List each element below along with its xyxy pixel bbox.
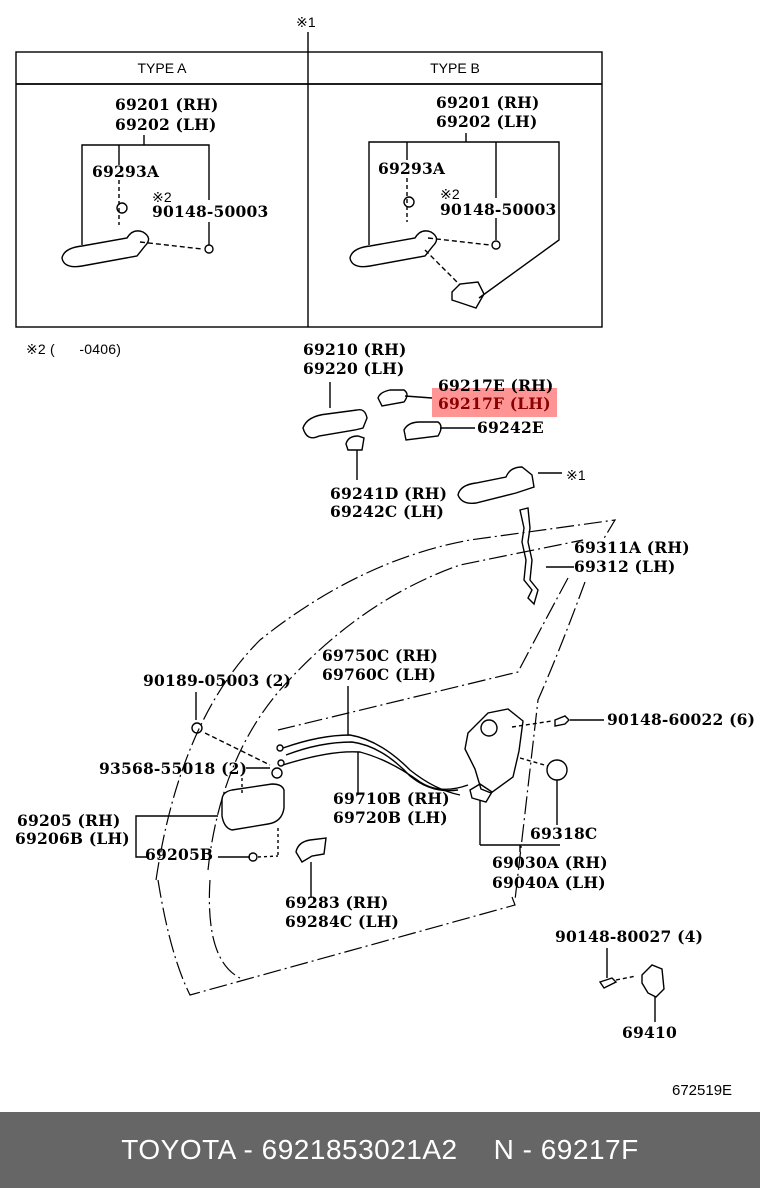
outside-handle-frame — [457, 466, 535, 505]
type-a-clip-label[interactable]: 69293A — [92, 162, 160, 181]
inner-screw — [248, 852, 258, 862]
label-handle-rh[interactable]: 69210 (RH) — [303, 340, 407, 359]
label-cable2-lh[interactable]: 69720B (LH) — [333, 808, 448, 827]
label-lock-rh[interactable]: 69030A (RH) — [492, 853, 608, 872]
pad-e — [403, 421, 442, 441]
type-b-clip — [403, 196, 415, 208]
label-cover-rh[interactable]: 69217E (RH) — [438, 376, 554, 395]
label-cable1-lh[interactable]: 69760C (LH) — [322, 665, 437, 684]
footer-ref-part: N - 69217F — [493, 1134, 639, 1165]
lock-rod — [519, 507, 539, 606]
pad-d — [345, 435, 365, 451]
cable-2 — [282, 751, 469, 790]
clip-bolt — [191, 722, 203, 734]
type-a-assembly-lh[interactable]: 69202 (LH) — [115, 115, 217, 134]
label-round-cover[interactable]: 69318C — [530, 824, 598, 843]
label-pad2-lh[interactable]: 69242C (LH) — [330, 502, 445, 521]
type-b-assembly-lh[interactable]: 69202 (LH) — [436, 112, 538, 131]
type-a-assembly-rh[interactable]: 69201 (RH) — [115, 95, 219, 114]
label-clip-bolt[interactable]: 90189-05003 (2) — [143, 671, 292, 690]
label-rod-lh[interactable]: 69312 (LH) — [574, 557, 676, 576]
label-handle-lh[interactable]: 69220 (LH) — [303, 359, 405, 378]
type-b-bracket — [451, 281, 485, 309]
type-b-note-mark: ※2 — [440, 186, 460, 202]
key-cover — [377, 389, 408, 407]
label-frame-note: ※1 — [566, 467, 586, 483]
highlighted-part-box — [432, 388, 557, 417]
inner-handle — [221, 783, 285, 831]
label-striker-screw[interactable]: 90148-80027 (4) — [555, 927, 704, 946]
type-b-header: TYPE B — [430, 60, 480, 76]
footer-bar: TOYOTA - 6921853021A2 N - 69217F — [0, 1112, 760, 1188]
door-lock — [464, 708, 524, 794]
type-a-clip — [116, 202, 128, 214]
type-a-handle-frame — [61, 230, 150, 268]
label-lock-screw[interactable]: 90148-60022 (6) — [607, 710, 756, 729]
small-screw — [271, 767, 283, 779]
type-a-note-mark: ※2 — [152, 189, 172, 205]
label-lock-lh[interactable]: 69040A (LH) — [492, 873, 606, 892]
type-a-screw-label[interactable]: 90148-50003 — [152, 202, 269, 221]
type-b-screw-label[interactable]: 90148-50003 — [440, 200, 557, 219]
label-inner-screw[interactable]: 69205B — [145, 845, 214, 864]
bezel — [295, 837, 327, 863]
type-a-header: TYPE A — [137, 60, 187, 76]
label-bezel-rh[interactable]: 69283 (RH) — [285, 893, 389, 912]
label-pad[interactable]: 69242E — [477, 418, 544, 437]
note-mark-1: ※1 — [296, 14, 316, 30]
diagram-linework — [15, 32, 665, 1022]
door-striker — [641, 964, 665, 998]
diagram-code: 672519E — [672, 1082, 733, 1099]
label-inner-handle-lh[interactable]: 69206B (LH) — [15, 829, 130, 848]
type-b-handle-frame — [349, 230, 438, 268]
parts-diagram: ※1 TYPE A 69201 (RH) 69202 (LH) 69293A ※… — [15, 14, 756, 1099]
lock-screw — [554, 715, 570, 727]
label-pad2-rh[interactable]: 69241D (RH) — [330, 484, 448, 503]
label-inner-handle-rh[interactable]: 69205 (RH) — [17, 811, 121, 830]
cable-1 — [282, 734, 461, 796]
type-b-screw — [491, 240, 501, 250]
striker-screw — [598, 977, 618, 989]
label-screw-small[interactable]: 93568-55018 (2) — [99, 759, 248, 778]
type-table-frame — [15, 51, 603, 328]
label-cable2-rh[interactable]: 69710B (RH) — [333, 789, 450, 808]
footnote: ※2 ( -0406) — [26, 341, 122, 357]
label-rod-rh[interactable]: 69311A (RH) — [574, 538, 690, 557]
label-cable1-rh[interactable]: 69750C (RH) — [322, 646, 439, 665]
label-striker[interactable]: 69410 — [622, 1023, 677, 1042]
outside-handle — [302, 408, 368, 439]
footer-brand-part: TOYOTA - 6921853021A2 — [121, 1134, 458, 1165]
label-cover-lh-highlighted[interactable]: 69217F (LH) — [438, 394, 551, 413]
label-bezel-lh[interactable]: 69284C (LH) — [285, 912, 400, 931]
type-a-screw — [204, 244, 214, 254]
type-b-clip-label[interactable]: 69293A — [378, 159, 446, 178]
type-b-assembly-rh[interactable]: 69201 (RH) — [436, 93, 540, 112]
round-cover — [546, 759, 568, 781]
